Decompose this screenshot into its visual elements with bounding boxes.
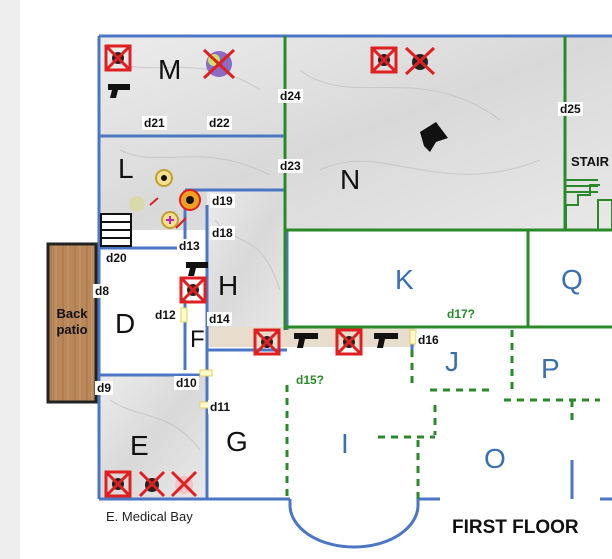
room-label-e: E [130, 430, 149, 461]
pistol-icon [374, 333, 398, 348]
blue-walls [97, 34, 612, 549]
room-label-f: F [190, 326, 205, 353]
crossed-enemy-icon [104, 470, 132, 498]
stairs-icon [100, 213, 132, 247]
door-label-d9[interactable]: d9 [95, 381, 114, 395]
door-label-d11[interactable]: d11 [208, 400, 233, 414]
marble-room-h [207, 190, 287, 330]
door-label-d16[interactable]: d16 [416, 333, 441, 347]
stairs-icon [565, 179, 600, 230]
pistol-icon [294, 333, 318, 348]
faded-icon [129, 196, 145, 212]
door-label-d25[interactable]: d25 [558, 102, 583, 116]
door-label-d17[interactable]: d17? [445, 307, 478, 321]
green-walls [283, 36, 612, 330]
door-label-d23[interactable]: d23 [278, 159, 303, 173]
door-label-d15[interactable]: d15? [294, 373, 327, 387]
medical-bay-caption: E. Medical Bay [106, 509, 193, 524]
door-label-d12[interactable]: d12 [153, 308, 178, 322]
room-label-n: N [340, 164, 361, 195]
crossed-enemy-icon [370, 46, 398, 74]
door-label-d14[interactable]: d14 [207, 312, 232, 326]
crossed-enemy-icon [335, 328, 363, 356]
fire-icon [179, 189, 201, 211]
pistol-icon [186, 262, 208, 276]
crossed-enemy-icon [253, 328, 281, 356]
pistol-icon [108, 84, 130, 98]
dashed-walls [285, 330, 600, 499]
back-patio [46, 242, 98, 404]
player-arrow-icon [420, 122, 448, 152]
door-label-d24[interactable]: d24 [278, 89, 303, 103]
room-label-i: I [341, 428, 349, 459]
door-label-d21[interactable]: d21 [142, 116, 167, 130]
door-label-d8[interactable]: d8 [93, 284, 112, 298]
door-label-d18[interactable]: d18 [210, 226, 235, 240]
room-label-q: Q [561, 264, 583, 295]
floor-title: FIRST FLOOR [452, 517, 579, 538]
room-label-k: K [395, 264, 414, 295]
crossed-enemy-icon [404, 46, 436, 76]
door-label-d19[interactable]: d19 [210, 194, 235, 208]
room-label-g: G [226, 426, 248, 457]
room-label-l: L [118, 153, 134, 184]
medkit-icon [161, 211, 179, 229]
patio-label: Back patio [56, 306, 88, 337]
room-label-o: O [484, 443, 506, 474]
crossed-medkit-icon [170, 470, 198, 498]
medkit-icon [155, 169, 173, 187]
crossed-enemy-icon [138, 470, 166, 498]
crossed-enemy-icon [104, 44, 132, 72]
crossed-orb-icon [202, 48, 236, 80]
room-label-p: P [541, 353, 560, 384]
stairs-label: STAIR [571, 154, 610, 169]
door-label-d13[interactable]: d13 [177, 239, 202, 253]
red-mark [149, 197, 159, 206]
stairs-rail [597, 199, 612, 231]
door-label-d20[interactable]: d20 [104, 251, 129, 265]
room-label-j: J [445, 346, 459, 377]
room-label-d: D [115, 308, 136, 339]
door-label-d10[interactable]: d10 [174, 376, 199, 390]
room-label-h: H [218, 270, 239, 301]
page-margin [0, 0, 20, 559]
door-label-d22[interactable]: d22 [207, 116, 232, 130]
room-label-m: M [158, 54, 182, 85]
red-mark [175, 217, 187, 229]
crossed-enemy-icon [179, 276, 207, 304]
